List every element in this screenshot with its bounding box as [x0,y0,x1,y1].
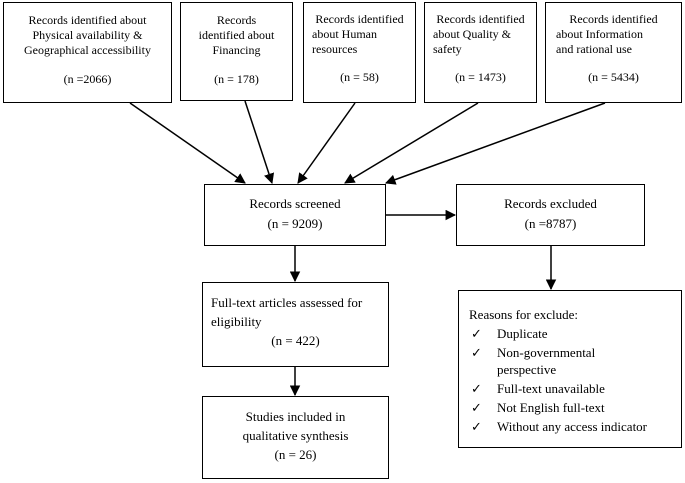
source-line: Physical availability & [32,28,143,42]
source-line: about Quality & [433,27,511,41]
reason-text: Full-text unavailable [497,381,605,396]
reason-text: perspective [497,362,557,377]
source-count: (n = 178) [214,72,259,86]
included-line: qualitative synthesis [242,428,349,443]
source-box-information-rational-use: Records identified about Information and… [545,2,682,103]
exclusion-reasons-title: Reasons for exclude: [469,307,579,322]
reason-text: Not English full-text [497,400,605,415]
included-line: Studies included in [245,409,346,424]
fulltext-assessed-box: Full-text articles assessed for eligibil… [202,282,389,367]
reason-text: Non-governmental [497,345,596,360]
source-line: Records identified [315,12,404,26]
records-excluded-label: Records excluded [504,196,597,211]
fulltext-count: (n = 422) [271,333,320,348]
arrow-financing-to-screened [244,100,275,184]
source-line: Geographical accessibility [24,43,151,57]
source-box-human-resources: Records identified about Human resources… [303,2,416,103]
checkmark-icon: ✓ [471,381,482,396]
reason-text: Duplicate [497,326,548,341]
checkmark-icon: ✓ [471,419,482,434]
source-line: Records identified [569,12,658,26]
source-count: (n = 1473) [455,70,506,84]
reason-text: Without any access indicator [497,419,648,434]
source-line: identified about [198,28,275,42]
source-line: about Information [556,27,643,41]
arrow-quality-to-screened [344,102,479,184]
records-screened-box: Records screened (n = 9209) [204,184,386,246]
source-line: Financing [212,43,261,57]
arrow-human-to-screened [297,102,356,184]
source-line: resources [312,42,358,56]
records-screened-count: (n = 9209) [267,216,323,231]
checkmark-icon: ✓ [471,345,482,360]
arrow-information-to-screened [385,102,606,185]
checkmark-icon: ✓ [471,400,482,415]
source-box-physical-availability: Records identified about Physical availa… [3,2,172,103]
checkmark-icon: ✓ [471,326,482,341]
source-count: (n =2066) [63,72,112,86]
source-line: Records identified about [28,13,147,27]
source-line: safety [433,42,462,56]
fulltext-line: eligibility [211,314,262,329]
fulltext-line: Full-text articles assessed for [211,295,363,310]
source-count: (n = 5434) [588,70,639,84]
source-count: (n = 58) [340,70,379,84]
source-line: Records [216,13,257,27]
source-box-financing: Records identified about Financing (n = … [180,2,293,101]
source-line: about Human [312,27,377,41]
included-count: (n = 26) [274,447,317,462]
records-excluded-count: (n =8787) [524,216,577,231]
studies-included-box: Studies included in qualitative synthesi… [202,396,389,479]
source-box-quality-safety: Records identified about Quality & safet… [424,2,537,103]
records-excluded-box: Records excluded (n =8787) [456,184,645,246]
exclusion-reasons-box: Reasons for exclude: ✓ Duplicate ✓ Non-g… [458,290,682,448]
records-screened-label: Records screened [249,196,341,211]
source-line: and rational use [556,42,632,56]
arrow-physical-to-screened [129,102,246,184]
source-line: Records identified [436,12,525,26]
